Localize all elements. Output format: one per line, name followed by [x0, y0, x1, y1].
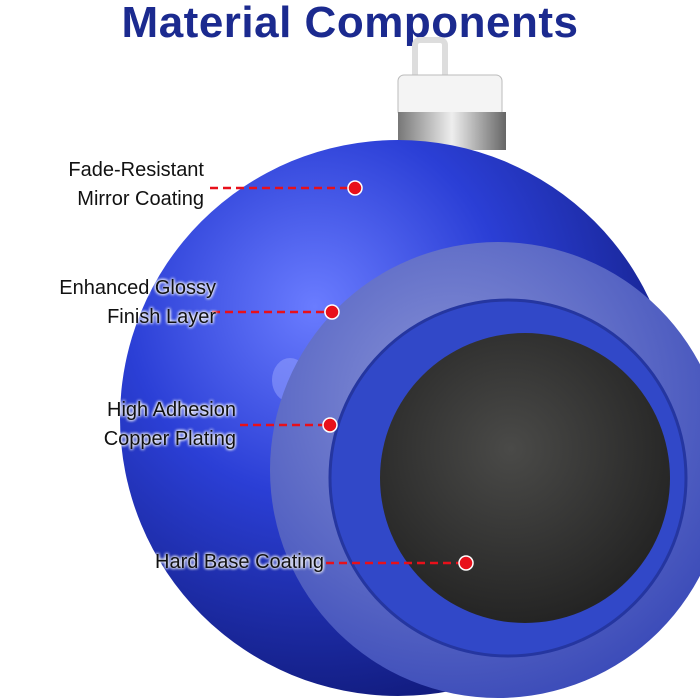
leader-lines — [210, 186, 460, 565]
label-line: Hard Base Coating — [155, 551, 324, 573]
label-glossy-finish: Enhanced Glossy Finish Layer — [59, 274, 216, 332]
label-line: High Adhesion — [107, 399, 236, 421]
marker-dot — [347, 180, 363, 196]
marker-dot — [322, 417, 338, 433]
marker-dot — [458, 555, 474, 571]
marker-dot — [324, 304, 340, 320]
label-line: Finish Layer — [107, 306, 216, 328]
label-line: Mirror Coating — [77, 188, 204, 210]
label-line: Copper Plating — [103, 428, 236, 450]
label-mirror-coating: Fade-Resistant Mirror Coating — [68, 156, 204, 214]
label-line: Fade-Resistant — [68, 159, 204, 181]
label-base-coating: Hard Base Coating — [155, 548, 324, 577]
label-line: Enhanced Glossy — [59, 277, 216, 299]
label-copper-plating: High Adhesion Copper Plating — [104, 396, 236, 454]
base-core — [380, 333, 670, 623]
page-title: Material Components — [121, 0, 579, 47]
hanger-cap — [397, 37, 506, 150]
